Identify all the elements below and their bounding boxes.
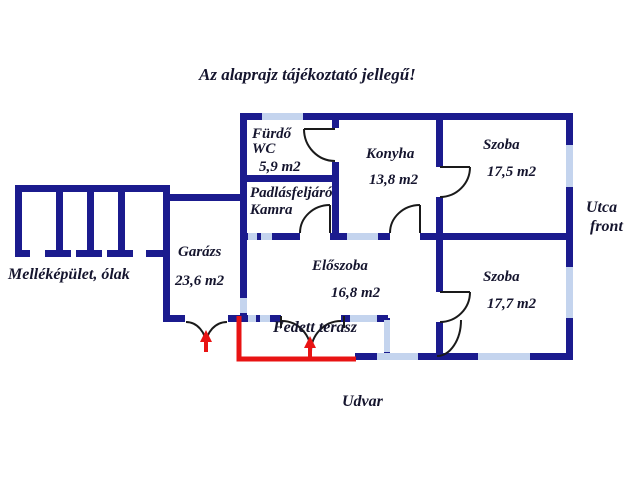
label-front: front <box>590 218 623 235</box>
label-mellekepulet: Melléképület, ólak <box>8 266 130 283</box>
room-area-eloszoba: 16,8 m2 <box>331 285 381 301</box>
room-label-padlasfeljaro: Padlásfeljáró <box>250 185 333 201</box>
terrace-boundary-line <box>236 316 356 362</box>
label-udvar: Udvar <box>342 393 383 410</box>
room-label-szoba-felso: Szoba <box>483 137 520 153</box>
room-label-garazs: Garázs <box>178 244 222 260</box>
room-label-fedett-terasz: Fedett terasz <box>273 319 357 336</box>
walls <box>15 113 573 360</box>
room-label-furdo: Fürdő <box>252 126 292 142</box>
room-area-szoba-also: 17,7 m2 <box>487 296 537 312</box>
room-label-wc: WC <box>252 141 276 157</box>
room-area-szoba-felso: 17,5 m2 <box>487 164 537 180</box>
label-utca: Utca <box>586 199 618 216</box>
room-area-konyha: 13,8 m2 <box>369 172 419 188</box>
terrace-entrance-arrow <box>304 336 316 358</box>
room-label-eloszoba: Előszoba <box>312 258 368 274</box>
garage-entrance-arrow <box>200 330 212 352</box>
room-label-szoba-also: Szoba <box>483 269 520 285</box>
room-label-kamra: Kamra <box>250 202 293 218</box>
windows <box>240 113 573 360</box>
room-label-konyha: Konyha <box>366 146 415 162</box>
room-area-furdo: 5,9 m2 <box>259 159 301 175</box>
room-area-garazs: 23,6 m2 <box>175 273 225 289</box>
plan-disclaimer-title: Az alaprajz tájékoztató jellegű! <box>199 65 416 84</box>
